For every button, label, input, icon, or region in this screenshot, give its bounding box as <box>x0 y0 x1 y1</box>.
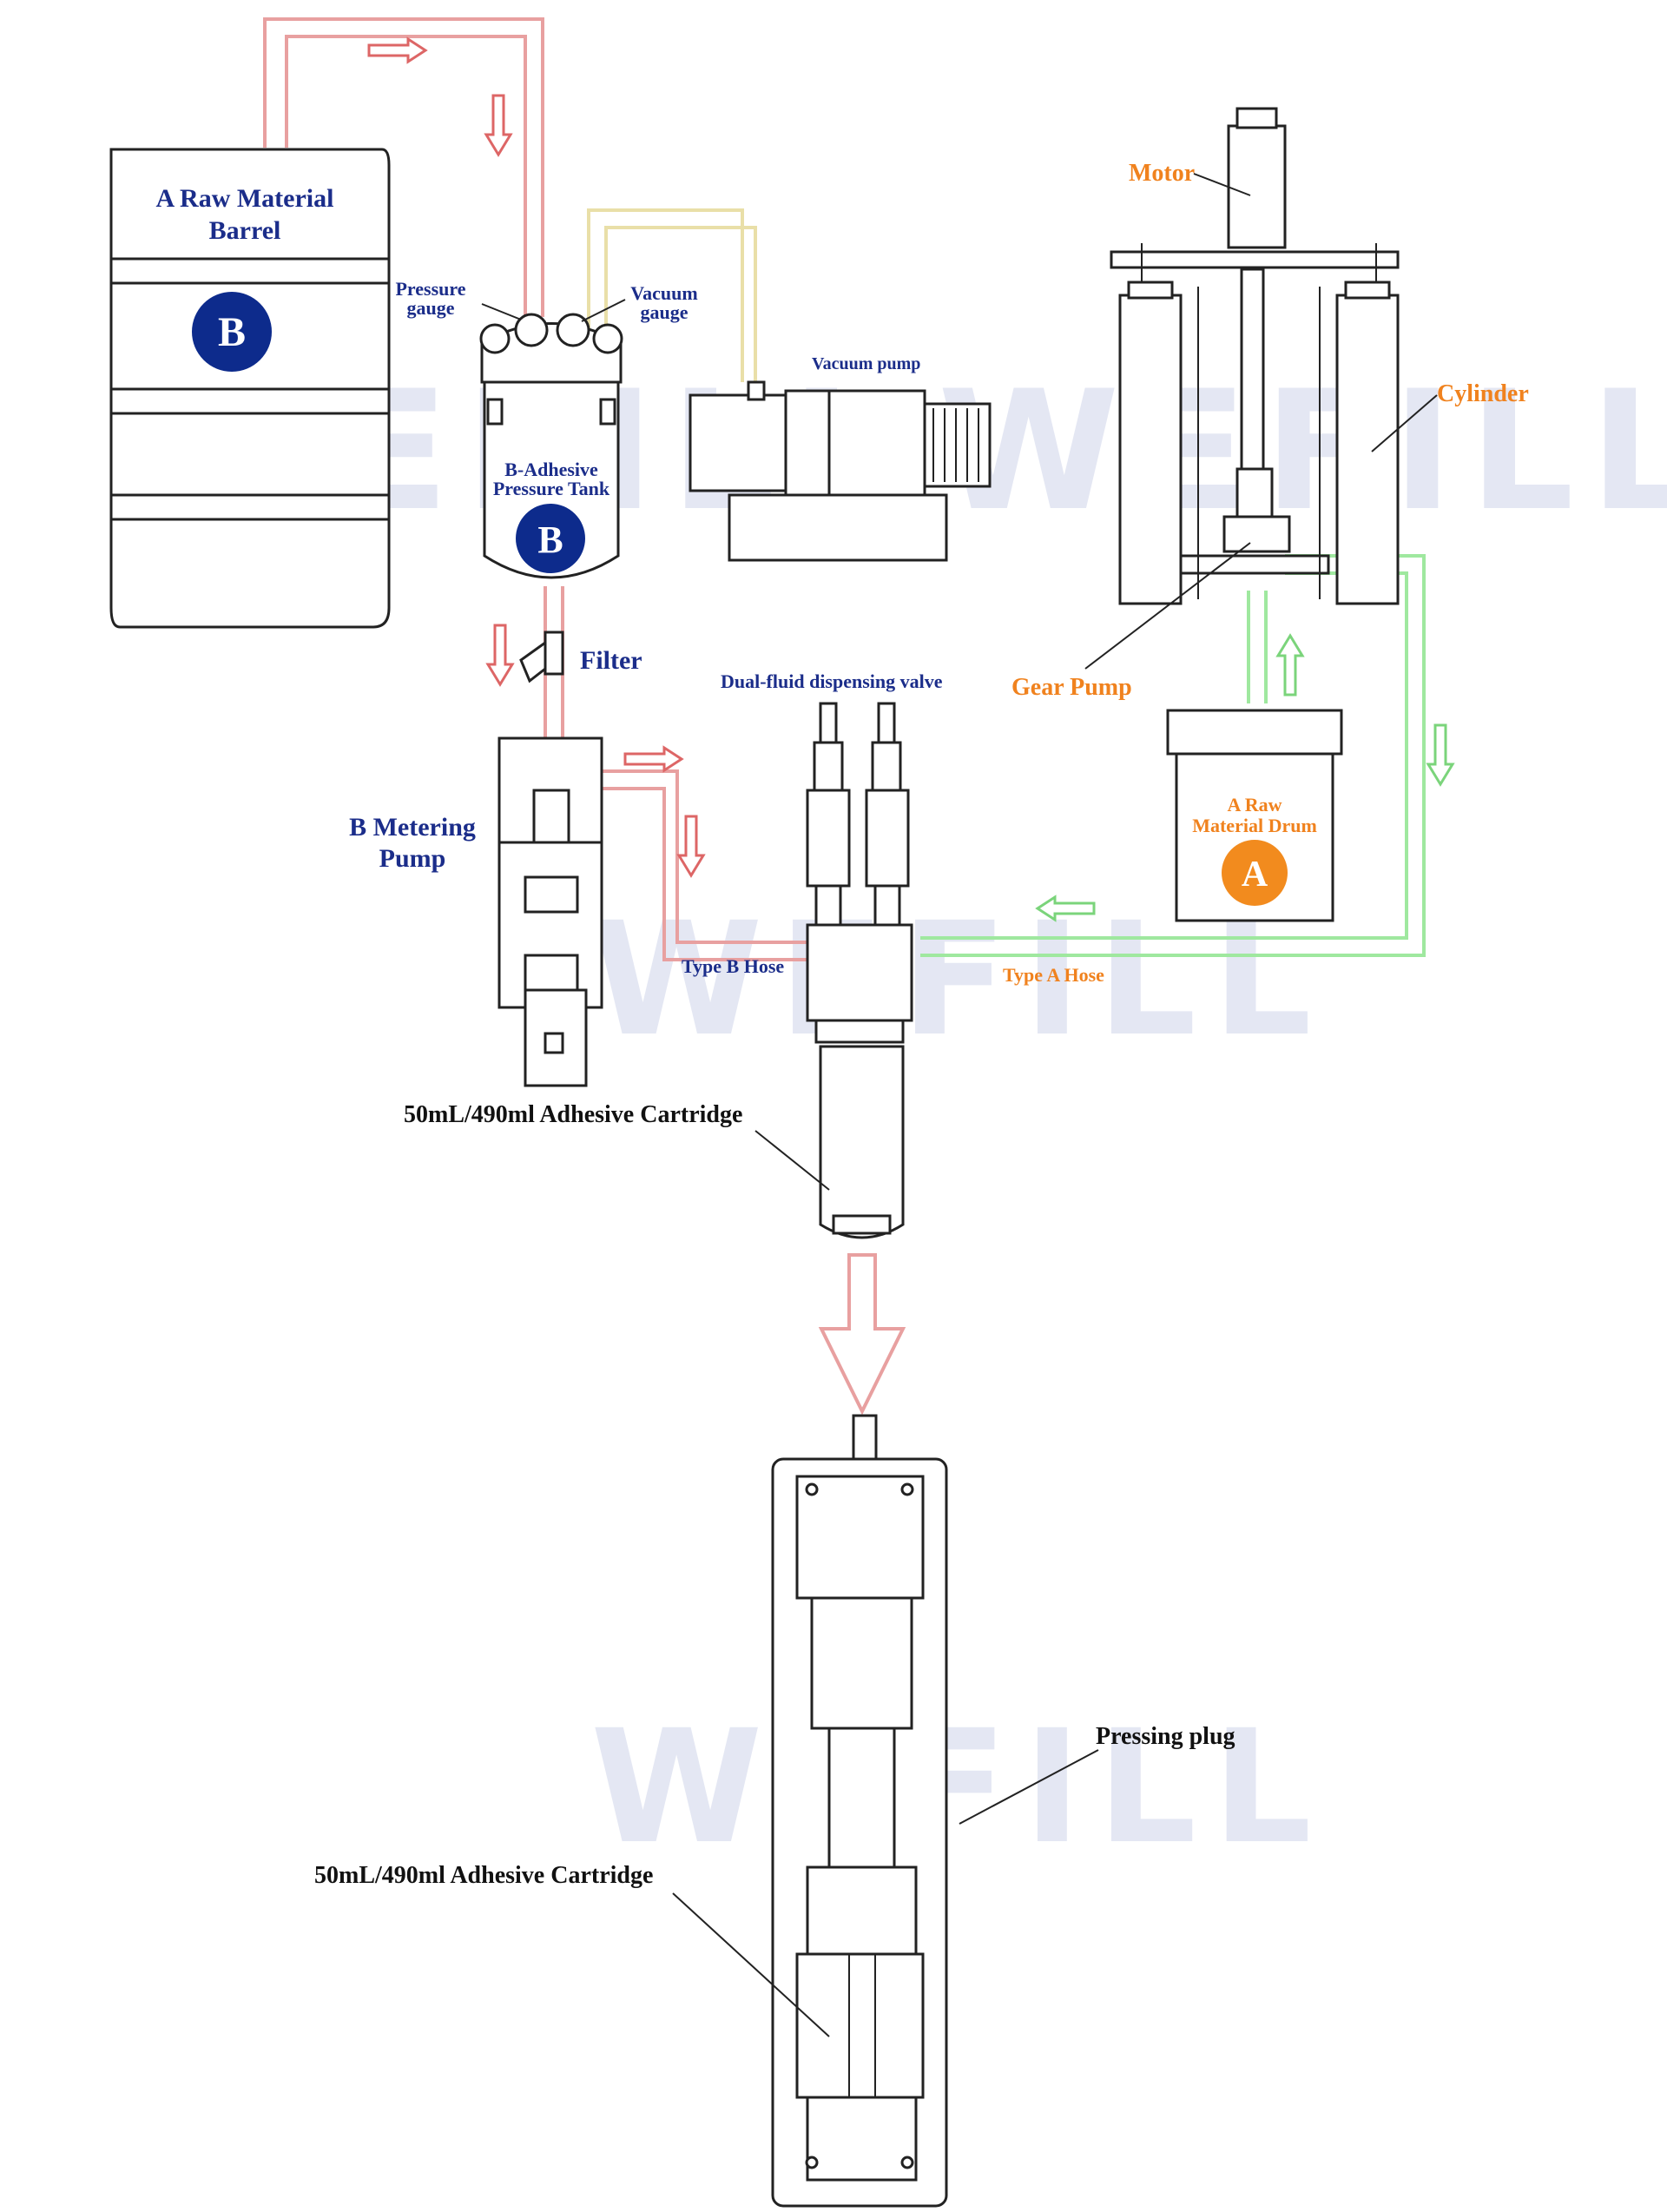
vacuum-gauge-label-line2: gauge <box>641 301 689 323</box>
flow-arrow-left <box>1035 895 1096 922</box>
cartridge-bottom-label: 50mL/490ml Adhesive Cartridge <box>314 1862 653 1889</box>
a-raw-material-barrel: A Raw Material Barrel B <box>109 148 391 629</box>
cylinder-leader <box>1371 394 1438 452</box>
flow-arrow-down <box>676 815 706 878</box>
vacuum-gauge-icon <box>556 313 590 347</box>
flow-arrow-down <box>485 624 515 687</box>
drum-a-badge <box>1222 840 1288 906</box>
flow-arrow-down <box>1426 723 1455 787</box>
b-metering-pump-label-line1: B Metering <box>349 813 476 842</box>
b-side-piping <box>263 17 834 961</box>
tank-b-badge-letter: B <box>537 518 563 561</box>
vacuum-line <box>587 208 757 382</box>
b-flow-arrows <box>367 36 706 878</box>
vacuum-pump-label: Vacuum pump <box>812 354 920 373</box>
pressure-gauge-label-line2: gauge <box>407 297 455 319</box>
tank-label-line2: Pressure Tank <box>493 478 610 499</box>
barrel-b-badge <box>192 292 272 372</box>
adhesive-cartridge-upper <box>819 1045 905 1239</box>
drum-label-line1: A Raw <box>1228 794 1282 815</box>
flow-arrow-right <box>623 745 684 773</box>
cartridge-top-label: 50mL/490ml Adhesive Cartridge <box>404 1101 742 1128</box>
barrel-label-line2: Barrel <box>209 216 281 245</box>
filter <box>519 631 564 683</box>
motor-leader <box>1193 173 1251 196</box>
watermark-2: WEFILL <box>938 355 1667 547</box>
a-flow-arrows <box>1035 633 1455 922</box>
flow-arrow-up <box>1275 633 1305 697</box>
type-b-hose-label: Type B Hose <box>682 955 784 977</box>
big-down-arrow <box>818 1253 906 1416</box>
pressure-gauge-icon <box>514 313 549 347</box>
cartridge-bottom-leader <box>672 1892 830 2037</box>
b-metering-pump-label-line2: Pump <box>379 844 446 873</box>
pressing-fixture <box>771 1414 948 2208</box>
dual-fluid-valve-label: Dual-fluid dispensing valve <box>721 670 943 692</box>
barrel-b-badge-letter: B <box>218 309 246 355</box>
a-raw-material-drum: A Raw Material Drum A <box>1166 709 1343 922</box>
pressing-plug-label: Pressing plug <box>1096 1723 1235 1750</box>
pressure-gauge-label-line1: Pressure <box>395 278 465 300</box>
drum-a-badge-letter: A <box>1242 855 1268 895</box>
pressing-plug-leader <box>959 1749 1099 1825</box>
gear-pump-label: Gear Pump <box>1011 674 1132 701</box>
motor-label: Motor <box>1129 160 1195 187</box>
filter-label: Filter <box>580 646 642 675</box>
vacuum-pump <box>689 380 992 562</box>
type-a-hose-label: Type A Hose <box>1003 964 1104 986</box>
dual-fluid-dispensing-valve <box>806 702 913 1044</box>
tank-b-badge <box>516 504 585 573</box>
b-metering-pump <box>497 736 603 1087</box>
drum-label-line2: Material Drum <box>1192 815 1317 836</box>
b-adhesive-pressure-tank: B-Adhesive Pressure Tank B <box>479 299 626 579</box>
vacuum-gauge-label-line1: Vacuum <box>630 282 697 304</box>
barrel-label-line1: A Raw Material <box>156 184 334 213</box>
cylinder-label: Cylinder <box>1437 380 1529 407</box>
flow-arrow-right <box>367 36 428 64</box>
motor-cylinder-assembly <box>1110 107 1400 605</box>
cartridge-top-leader <box>754 1130 830 1191</box>
flow-arrow-down <box>484 94 513 157</box>
gear-pump-leader <box>1084 542 1251 670</box>
watermark-4: WEFILL <box>590 1697 1328 1879</box>
tank-label-line1: B-Adhesive <box>504 459 598 480</box>
